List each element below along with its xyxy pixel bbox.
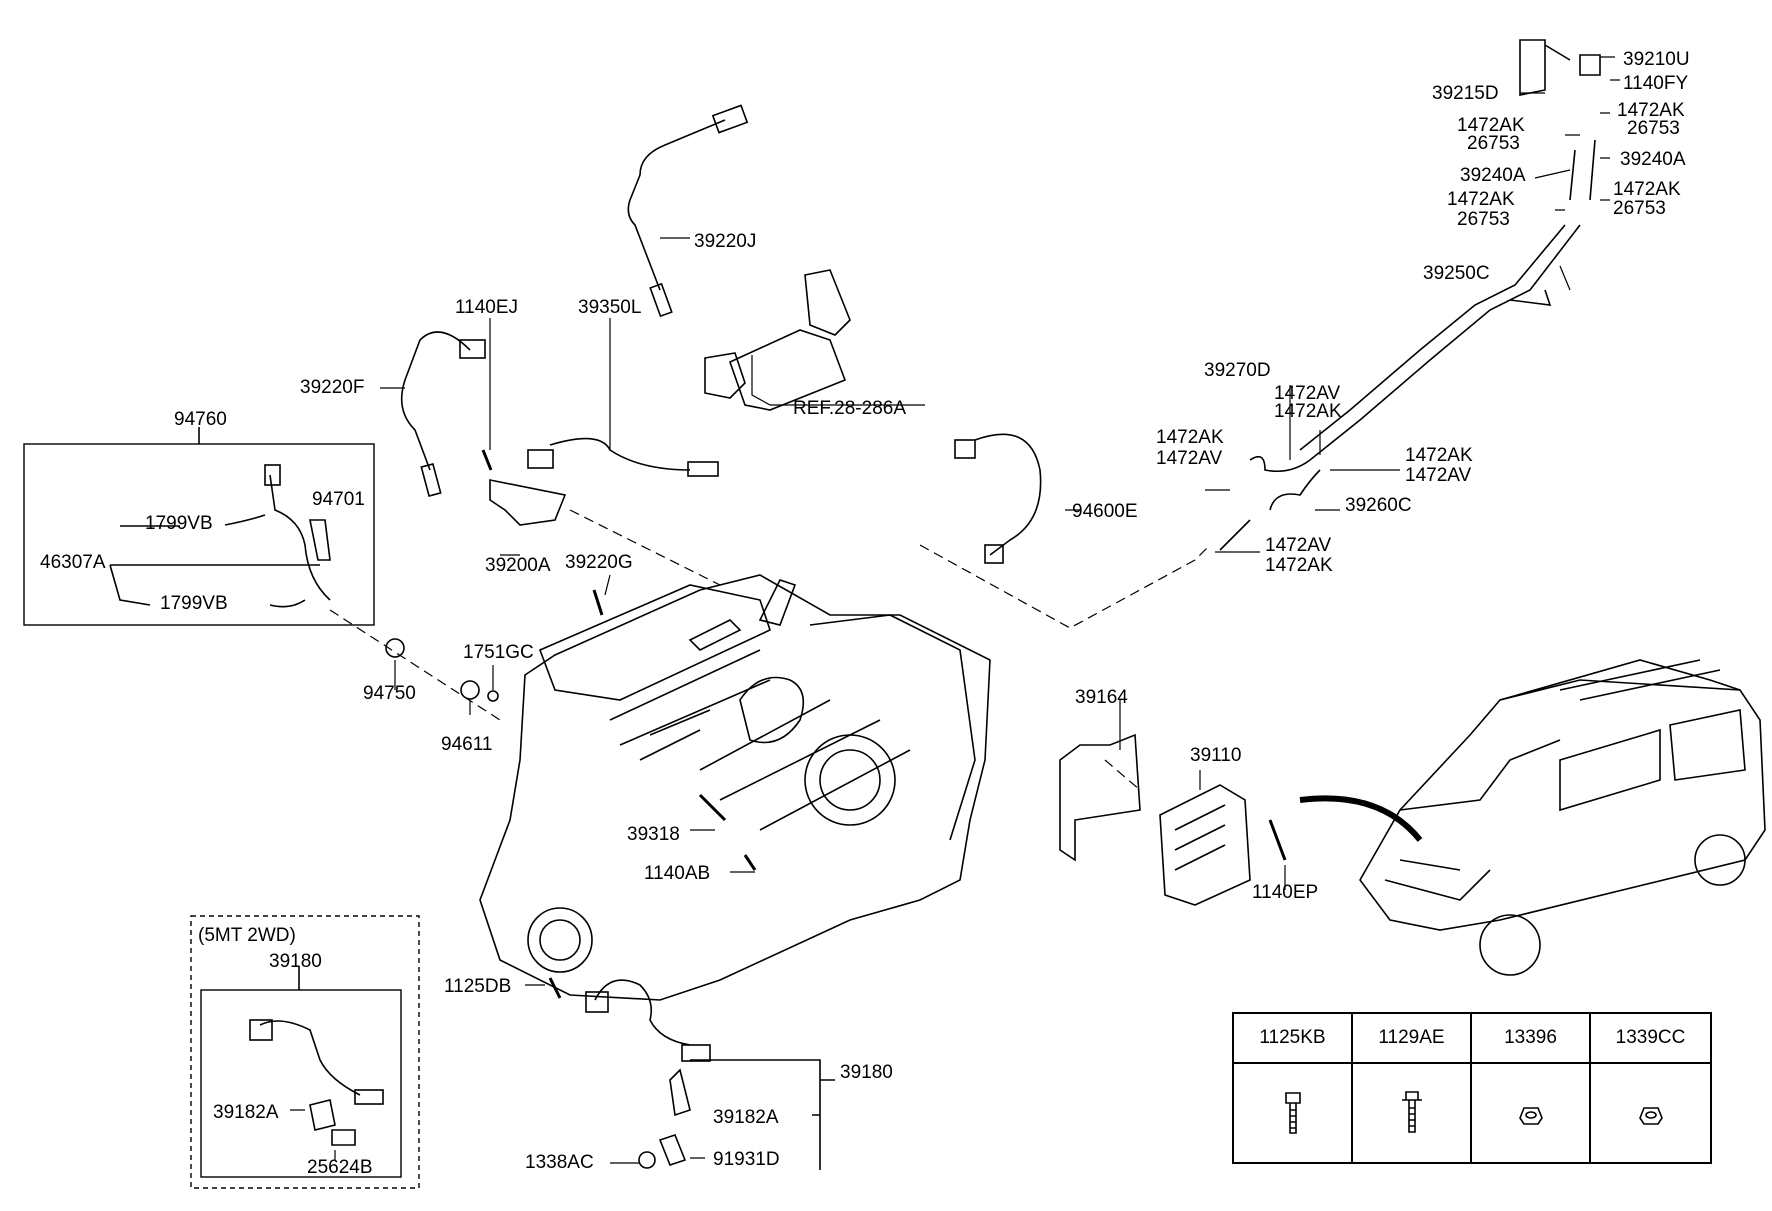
hose-39250C (1299, 224, 1581, 461)
table-header: 1129AE (1353, 1014, 1472, 1064)
label-94750: 94750 (363, 683, 416, 704)
sensor-39318 (698, 793, 757, 871)
label-39270D: 39270D (1204, 360, 1271, 381)
fastener-parts-table: 1125KB 1129AE 13396 1339CC (1232, 1012, 1712, 1164)
sensor-94760-wire (269, 474, 331, 601)
sensor-39220F-wire (400, 331, 471, 471)
label-39220F: 39220F (300, 377, 365, 398)
sensor-39180-alt-wire (259, 1020, 361, 1096)
label-39240A-right: 39240A (1620, 149, 1686, 170)
label-39164: 39164 (1075, 687, 1128, 708)
label-1140FY: 1140FY (1623, 73, 1689, 94)
label-1799VB-a: 1799VB (145, 513, 213, 534)
label-1751GC: 1751GC (463, 642, 534, 663)
label-1472AK-c: 1472AK (1447, 189, 1515, 210)
label-39182A-box: 39182A (213, 1102, 279, 1123)
label-26753-a: 26753 (1467, 133, 1520, 154)
hose-39260C (1269, 469, 1321, 511)
label-5mt-2wd: (5MT 2WD) (198, 925, 296, 946)
nut-icon (1591, 1064, 1710, 1162)
label-39318: 39318 (627, 824, 680, 845)
label-1140EJ: 1140EJ (455, 297, 519, 318)
harness-1799VB-a (224, 514, 266, 526)
label-26753-b: 26753 (1627, 118, 1680, 139)
bracket-39215D (1519, 39, 1571, 96)
catalytic-converter (704, 269, 851, 411)
engine-block (479, 574, 991, 1001)
label-39220G: 39220G (565, 552, 633, 573)
label-1799VB-b: 1799VB (160, 593, 228, 614)
bracket-39200A (489, 479, 567, 526)
label-39180: 39180 (840, 1062, 893, 1083)
label-94701: 94701 (312, 489, 365, 510)
ecm-bracket-39164 (1059, 733, 1141, 862)
sensor-39220J-wire (627, 119, 726, 291)
label-39110: 39110 (1190, 745, 1242, 766)
label-ref-28-286A: REF.28-286A (793, 398, 907, 419)
label-39220J: 39220J (694, 231, 757, 252)
label-39215D: 39215D (1432, 83, 1499, 104)
sensor-39180-wire (594, 979, 691, 1046)
label-39210U: 39210U (1623, 49, 1690, 70)
label-1472AK-b: 1472AK (1617, 100, 1685, 121)
fastener-94611 (460, 680, 480, 700)
fastener-39220G (592, 589, 604, 616)
option-5mt-inner-box (200, 989, 402, 1178)
label-39250C: 39250C (1423, 263, 1490, 284)
bracket-94701 (309, 519, 331, 561)
sensor-39350L-wire (549, 437, 691, 471)
table-header: 13396 (1472, 1014, 1591, 1064)
label-1472AV-c: 1472AV (1405, 465, 1472, 486)
label-1472AK-d: 1472AK (1613, 179, 1681, 200)
label-91931D: 91931D (713, 1149, 780, 1170)
label-94611: 94611 (441, 734, 493, 755)
fastener-1125DB (548, 977, 562, 999)
label-1140EP: 1140EP (1252, 882, 1319, 903)
option-5mt-box (190, 915, 420, 1189)
fastener-1140EJ (481, 449, 493, 471)
label-1472AV-d: 1472AV (1265, 535, 1332, 556)
hose-39240A (1569, 139, 1596, 201)
label-1140AB: 1140AB (644, 863, 711, 884)
label-1472AK-e: 1472AK (1274, 401, 1342, 422)
label-39182A: 39182A (713, 1107, 779, 1128)
table-header: 1125KB (1234, 1014, 1353, 1064)
label-46307A: 46307A (40, 552, 106, 573)
table-header: 1339CC (1591, 1014, 1710, 1064)
label-39180-box: 39180 (269, 951, 322, 972)
label-1472AV-b: 1472AV (1156, 448, 1223, 469)
harness-1799VB-b (269, 599, 306, 608)
vehicle-illustration (1359, 659, 1766, 976)
connector-39210U (1579, 54, 1601, 76)
label-1472AK-f: 1472AK (1156, 427, 1224, 448)
hose-39270D (1249, 455, 1311, 473)
label-1125DB: 1125DB (444, 976, 512, 997)
fastener-1751GC (487, 690, 499, 702)
flange-bolt-icon (1353, 1064, 1472, 1162)
label-1338AC: 1338AC (525, 1152, 594, 1173)
ecm-39110 (1159, 784, 1251, 906)
label-1472AK-g: 1472AK (1405, 445, 1473, 466)
bolt-icon (1234, 1064, 1353, 1162)
label-39350L: 39350L (578, 297, 642, 318)
fastener-94750 (385, 638, 405, 658)
label-94600E: 94600E (1072, 501, 1138, 522)
label-26753-d: 26753 (1613, 198, 1666, 219)
label-39260C: 39260C (1345, 495, 1412, 516)
label-94760: 94760 (174, 409, 227, 430)
sensor-94600E-wire (974, 433, 1042, 556)
label-39240A-left: 39240A (1460, 165, 1526, 186)
nut-icon (1472, 1064, 1591, 1162)
label-26753-c: 26753 (1457, 209, 1510, 230)
location-arrow (1299, 795, 1423, 842)
label-1472AV-a: 1472AV (1274, 383, 1341, 404)
label-1472AK-h: 1472AK (1265, 555, 1333, 576)
label-39200A: 39200A (485, 555, 551, 576)
label-25624B: 25624B (307, 1157, 373, 1178)
bolt-1140EP (1268, 819, 1287, 861)
label-1472AK-a: 1472AK (1457, 115, 1525, 136)
